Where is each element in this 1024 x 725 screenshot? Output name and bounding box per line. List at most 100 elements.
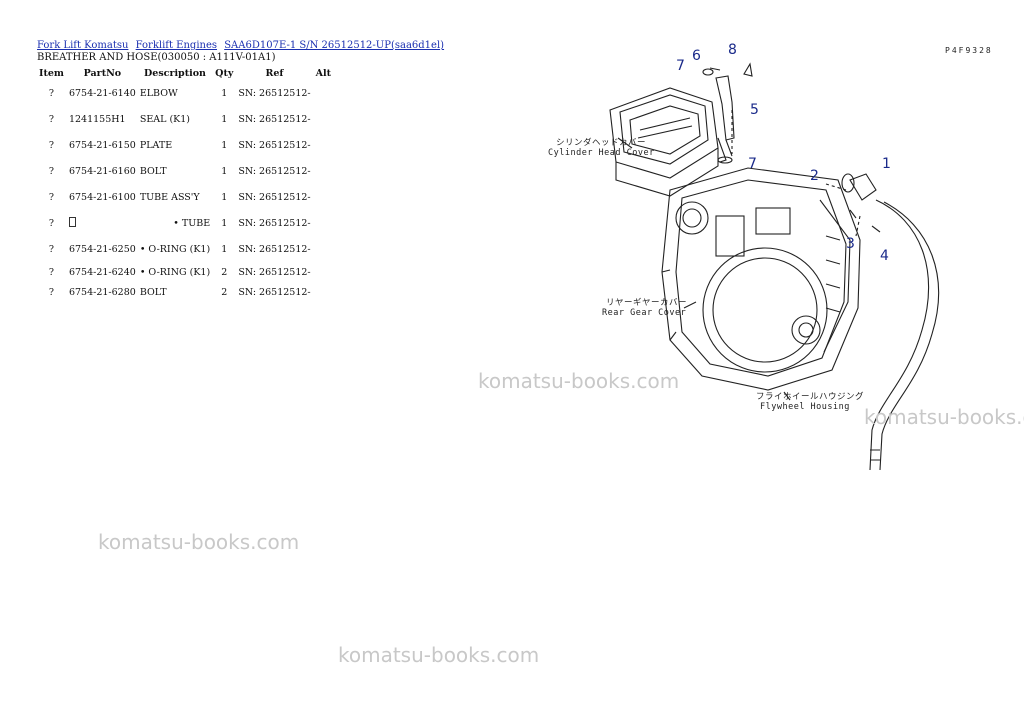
header-item: Item bbox=[39, 67, 64, 79]
breadcrumb-link-model[interactable]: SAA6D107E-1 S/N 26512512-UP(saa6d1el) bbox=[224, 40, 445, 51]
cell-qty: 1 bbox=[221, 139, 228, 151]
cell-alt bbox=[313, 210, 334, 236]
cell-description: • O-RING (K1) bbox=[139, 243, 211, 255]
cell-item: ? bbox=[48, 243, 55, 255]
o-ring-drawing bbox=[702, 68, 714, 76]
page-subtitle: BREATHER AND HOSE(030050 : A111V-01A1) bbox=[37, 52, 276, 63]
header-qty: Qty bbox=[215, 67, 234, 79]
label-cylinder-head-cover: シリンダヘッドカバー Cylinder Head Cover bbox=[548, 138, 655, 158]
cell-description: SEAL (K1) bbox=[139, 113, 190, 125]
cell-alt bbox=[313, 80, 334, 106]
cell-ref: SN: 26512512- bbox=[238, 139, 311, 151]
o-ring-drawing bbox=[717, 156, 733, 164]
parts-table: Item PartNo Description Qty Ref Alt ? 67… bbox=[36, 66, 334, 302]
cell-item: ? bbox=[48, 87, 55, 99]
cell-alt bbox=[313, 236, 334, 262]
breadcrumb-link-forklift-engines[interactable]: Forklift Engines bbox=[135, 40, 218, 51]
cell-ref: SN: 26512512- bbox=[238, 243, 311, 255]
label-cylinder-head-jp: シリンダヘッドカバー bbox=[556, 138, 647, 148]
cell-description: BOLT bbox=[139, 165, 167, 177]
label-cylinder-head-en: Cylinder Head Cover bbox=[548, 148, 655, 158]
callout-5: 5 bbox=[750, 102, 759, 118]
watermark: komatsu-books.com bbox=[478, 369, 680, 393]
breather-tube-drawing bbox=[715, 75, 735, 163]
table-row: ? 6754-21-6160 BOLT 1 SN: 26512512- bbox=[36, 158, 334, 184]
cell-partno: 6754-21-6160 bbox=[68, 165, 136, 177]
cell-alt bbox=[313, 106, 334, 132]
cell-qty: 1 bbox=[221, 113, 228, 125]
cell-qty: 2 bbox=[221, 286, 228, 298]
cell-item: ? bbox=[48, 286, 55, 298]
cell-description: PLATE bbox=[139, 139, 173, 151]
figure-code: P4F9328 bbox=[945, 46, 993, 55]
callout-1: 1 bbox=[882, 156, 891, 172]
cell-alt bbox=[313, 282, 334, 302]
cell-ref: SN: 26512512- bbox=[238, 165, 311, 177]
table-row: ? • TUBE 1 SN: 26512512- bbox=[36, 210, 334, 236]
label-rear-gear-jp: リヤーギヤーカバー bbox=[606, 298, 688, 308]
table-row: ? 6754-21-6100 TUBE ASS'Y 1 SN: 26512512… bbox=[36, 184, 334, 210]
callout-3: 3 bbox=[846, 236, 855, 252]
cell-qty: 1 bbox=[221, 217, 228, 229]
label-flywheel-housing: フライホイールハウジング Flywheel Housing bbox=[756, 392, 864, 412]
cell-ref: SN: 26512512- bbox=[238, 217, 311, 229]
cell-qty: 1 bbox=[221, 87, 228, 99]
cell-partno: 6754-21-6150 bbox=[68, 139, 136, 151]
callout-7-top: 7 bbox=[676, 58, 685, 74]
header-ref: Ref bbox=[265, 67, 284, 79]
cell-partno: 6754-21-6280 bbox=[68, 286, 136, 298]
cell-partno: 1241155H1 bbox=[68, 113, 126, 125]
label-rear-gear-cover: リヤーギヤーカバー Rear Gear Cover bbox=[602, 298, 688, 318]
table-row: ? 6754-21-6280 BOLT 2 SN: 26512512- bbox=[36, 282, 334, 302]
table-row: ? 1241155H1 SEAL (K1) 1 SN: 26512512- bbox=[36, 106, 334, 132]
header-description: Description bbox=[144, 67, 206, 79]
watermark: komatsu-books.com bbox=[338, 643, 540, 667]
cell-qty: 2 bbox=[221, 266, 228, 278]
cell-ref: SN: 26512512- bbox=[238, 191, 311, 203]
cell-item: ? bbox=[48, 217, 55, 229]
cell-partno: 6754-21-6250 bbox=[68, 243, 136, 255]
cell-alt bbox=[313, 184, 334, 210]
cell-qty: 1 bbox=[221, 243, 228, 255]
breadcrumb-link-fork-lift[interactable]: Fork Lift Komatsu bbox=[37, 40, 129, 51]
table-row: ? 6754-21-6150 PLATE 1 SN: 26512512- bbox=[36, 132, 334, 158]
label-flywheel-en: Flywheel Housing bbox=[760, 402, 850, 412]
cell-qty: 1 bbox=[221, 191, 228, 203]
cell-item: ? bbox=[48, 191, 55, 203]
callout-4: 4 bbox=[880, 248, 889, 264]
header-alt: Alt bbox=[315, 67, 332, 79]
cell-ref: SN: 26512512- bbox=[238, 87, 311, 99]
flywheel-housing-drawing bbox=[661, 167, 861, 391]
callout-2: 2 bbox=[810, 168, 819, 184]
cell-item: ? bbox=[48, 113, 55, 125]
cell-item: ? bbox=[48, 266, 55, 278]
callout-7-bottom: 7 bbox=[748, 156, 757, 172]
header-partno: PartNo bbox=[83, 67, 122, 79]
cell-alt bbox=[313, 158, 334, 184]
cell-ref: SN: 26512512- bbox=[238, 286, 311, 298]
cell-partno: 6754-21-6140 bbox=[68, 87, 136, 99]
hose-drawing bbox=[841, 173, 940, 471]
cell-item: ? bbox=[48, 165, 55, 177]
bolt-drawing bbox=[709, 62, 753, 77]
cell-alt bbox=[313, 262, 334, 282]
table-row: ? 6754-21-6240 • O-RING (K1) 2 SN: 26512… bbox=[36, 262, 334, 282]
watermark: komatsu-books.com bbox=[98, 530, 300, 554]
cell-description: ELBOW bbox=[139, 87, 178, 99]
label-flywheel-jp: フライホイールハウジング bbox=[756, 392, 865, 402]
breadcrumb: Fork Lift Komatsu Forklift Engines SAA6D… bbox=[37, 40, 448, 51]
cell-partno: 6754-21-6100 bbox=[68, 191, 136, 203]
cell-alt bbox=[313, 132, 334, 158]
parts-diagram bbox=[609, 62, 940, 471]
cell-qty: 1 bbox=[221, 165, 228, 177]
missing-glyph-icon bbox=[68, 216, 76, 227]
table-row: ? 6754-21-6140 ELBOW 1 SN: 26512512- bbox=[36, 80, 334, 106]
cell-description: TUBE ASS'Y bbox=[139, 191, 200, 203]
cell-ref: SN: 26512512- bbox=[238, 266, 311, 278]
cell-description: • TUBE bbox=[173, 217, 211, 229]
table-row: ? 6754-21-6250 • O-RING (K1) 1 SN: 26512… bbox=[36, 236, 334, 262]
cell-description: BOLT bbox=[139, 286, 167, 298]
callout-6: 6 bbox=[692, 48, 701, 64]
table-header-row: Item PartNo Description Qty Ref Alt bbox=[36, 66, 334, 80]
cell-ref: SN: 26512512- bbox=[238, 113, 311, 125]
